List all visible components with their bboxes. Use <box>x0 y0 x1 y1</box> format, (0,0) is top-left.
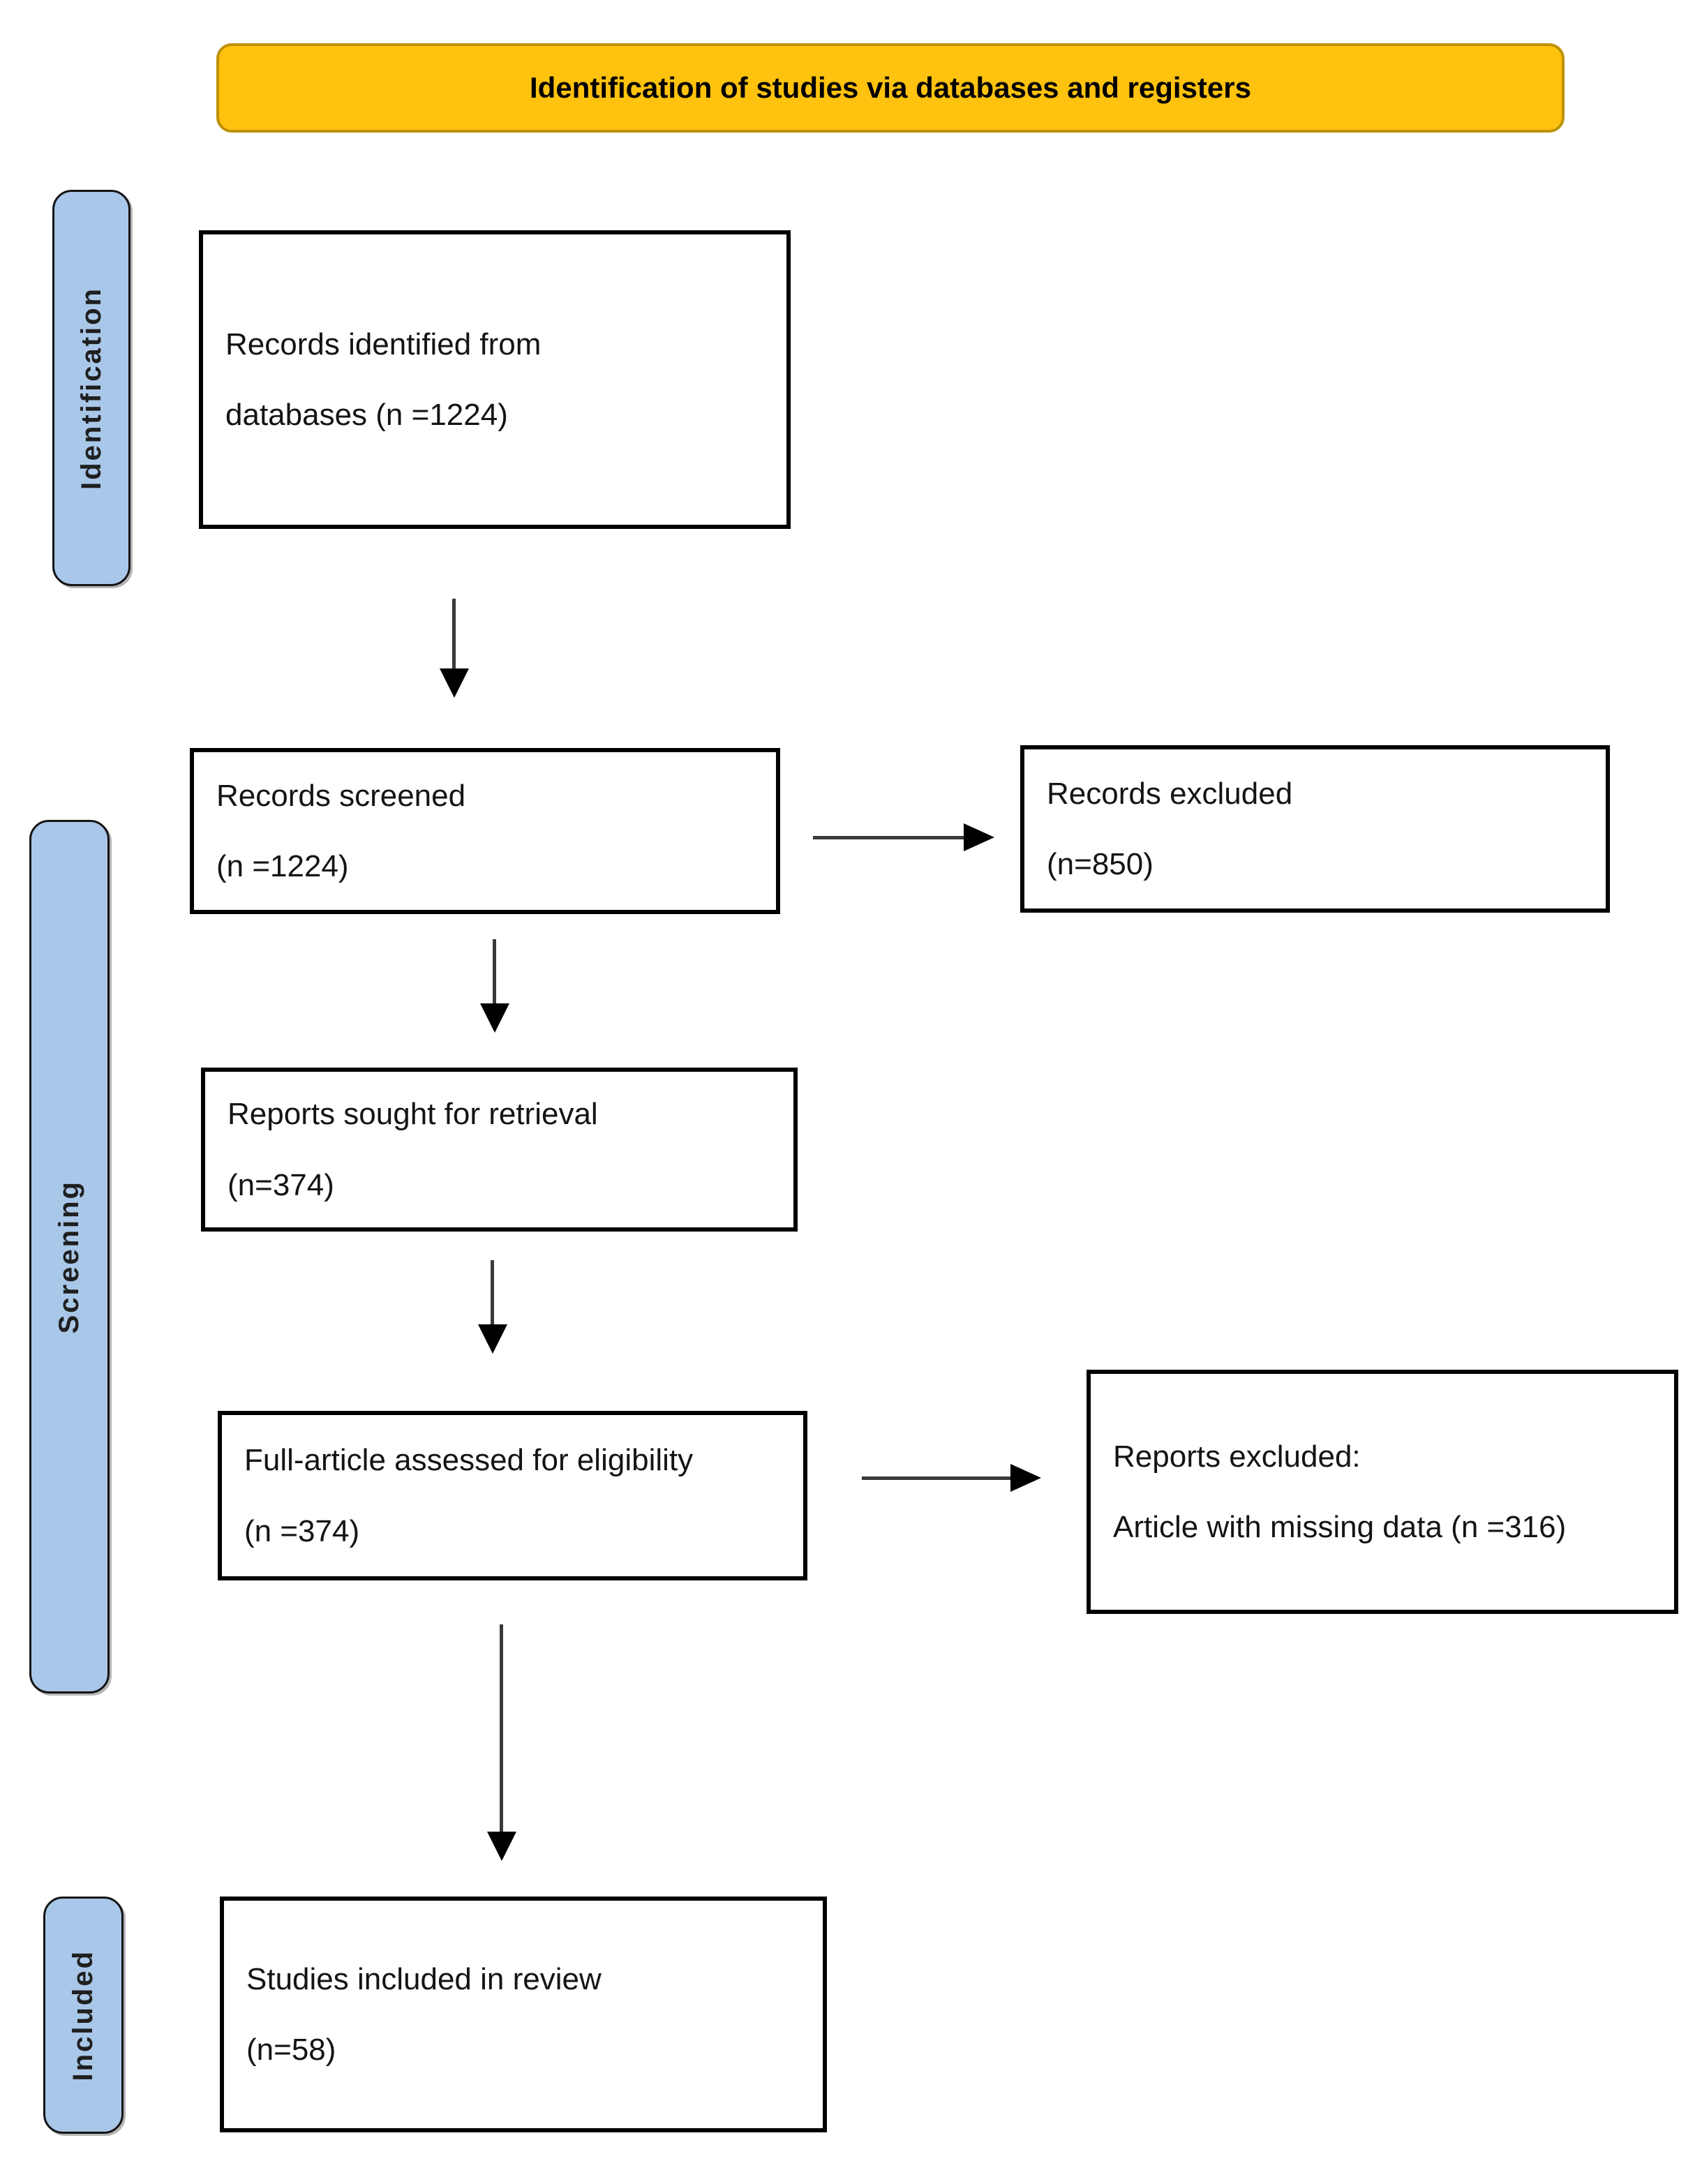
arrow-fullarticle-to-included-shaft <box>500 1624 503 1834</box>
arrow-sought-to-fullarticle-shaft <box>491 1260 494 1326</box>
box-records-screened-line1: Records screened <box>216 778 466 813</box>
box-reports-excluded: Reports excluded: Article with missing d… <box>1087 1370 1678 1614</box>
box-studies-included-line1: Studies included in review <box>246 1961 602 1996</box>
box-reports-sought-line2: (n=374) <box>227 1167 334 1202</box>
box-studies-included: Studies included in review (n=58) <box>220 1897 827 2132</box>
stage-label-identification: Identification <box>52 190 130 586</box>
box-records-screened: Records screened (n =1224) <box>190 748 780 914</box>
box-studies-included-line2: (n=58) <box>246 2033 336 2067</box>
arrow-screened-to-excluded-head <box>964 823 994 851</box>
arrow-screened-to-sought-head <box>480 1003 509 1033</box>
arrow-fullarticle-to-reportsexcluded-head <box>1010 1464 1041 1492</box>
stage-label-screening-text: Screening <box>54 1179 84 1334</box>
box-reports-excluded-line2: Article with missing data (n =316) <box>1113 1510 1567 1544</box>
box-full-article-assessed: Full-article assessed for eligibility (n… <box>218 1411 807 1580</box>
stage-label-included-text: Included <box>68 1949 98 2081</box>
arrow-screened-to-excluded-shaft <box>813 836 965 839</box>
box-reports-excluded-line1: Reports excluded: <box>1113 1439 1361 1474</box>
arrow-screened-to-sought-shaft <box>493 939 496 1005</box>
box-records-excluded: Records excluded (n=850) <box>1020 745 1610 913</box>
box-records-identified-line2: databases (n =1224) <box>225 398 508 432</box>
diagram-title: Identification of studies via databases … <box>530 71 1251 104</box>
title-banner: Identification of studies via databases … <box>216 43 1565 133</box>
arrow-identified-to-screened-head <box>440 668 469 698</box>
arrow-fullarticle-to-reportsexcluded-shaft <box>862 1476 1012 1480</box>
box-records-screened-line2: (n =1224) <box>216 849 349 883</box>
box-reports-sought: Reports sought for retrieval (n=374) <box>201 1068 798 1232</box>
stage-label-screening: Screening <box>29 820 110 1693</box>
box-records-excluded-line1: Records excluded <box>1047 776 1293 811</box>
stage-label-identification-text: Identification <box>75 286 107 490</box>
box-records-identified-line1: Records identified from <box>225 327 542 361</box>
arrow-sought-to-fullarticle-head <box>478 1324 507 1354</box>
arrow-identified-to-screened-shaft <box>452 599 456 670</box>
box-records-identified: Records identified from databases (n =12… <box>199 230 791 529</box>
arrow-fullarticle-to-included-head <box>487 1832 516 1861</box>
box-records-excluded-line2: (n=850) <box>1047 847 1154 881</box>
stage-label-included: Included <box>43 1897 124 2134</box>
box-reports-sought-line1: Reports sought for retrieval <box>227 1097 598 1132</box>
box-full-article-assessed-line1: Full-article assessed for eligibility <box>244 1443 694 1478</box>
box-full-article-assessed-line2: (n =374) <box>244 1513 360 1548</box>
